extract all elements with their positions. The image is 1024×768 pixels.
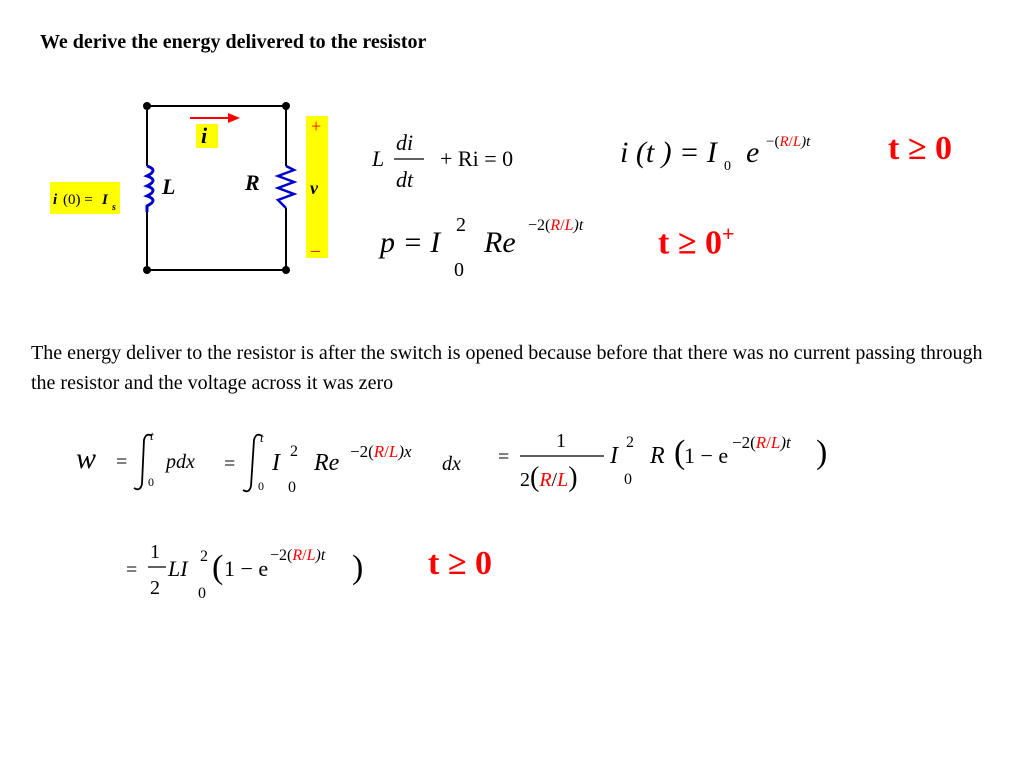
- current-label: i: [201, 123, 208, 148]
- voltage-minus-sign: –: [310, 240, 321, 260]
- explanation-paragraph: The energy deliver to the resistor is af…: [31, 342, 983, 394]
- work-re: Re: [313, 450, 340, 476]
- integral-sign-1-icon: [133, 433, 153, 491]
- svg-text:(0) =: (0) =: [63, 192, 93, 208]
- final-exponent: −2(R/L)t: [270, 547, 326, 564]
- integral-sign-2-icon: [242, 433, 263, 493]
- resistor-label: R: [244, 170, 260, 195]
- current-e: e: [746, 136, 759, 169]
- circuit-wires: [146, 105, 287, 271]
- power-re: Re: [483, 226, 516, 259]
- inductor-label: L: [161, 174, 175, 199]
- final-close-paren: ): [352, 549, 363, 586]
- final-open-paren: (: [212, 549, 223, 586]
- ode-denominator: dt: [396, 167, 414, 192]
- work-pdx: pdx: [164, 451, 195, 473]
- work-int2-lower: 0: [258, 479, 264, 493]
- work-i: I: [271, 450, 281, 476]
- ode-l: L: [371, 146, 384, 171]
- power-sup: 2: [456, 214, 466, 236]
- work-eq2: =: [224, 453, 235, 475]
- current-exponent: −(R/L)t: [766, 134, 811, 150]
- current-lhs: i (t ) = I: [620, 136, 719, 169]
- work-exponent: −2(R/L)x: [350, 442, 412, 461]
- power-exponent: −2(R/L)t: [528, 217, 584, 234]
- condition-1: t ≥ 0: [888, 130, 952, 167]
- voltage-plus-sign: +: [311, 116, 321, 136]
- work-close-paren: ): [816, 434, 827, 471]
- condition-2: t ≥ 0+: [658, 221, 735, 262]
- final-half-den: 2: [150, 577, 160, 599]
- condition-2-base: t ≥ 0: [658, 224, 722, 262]
- power-sub: 0: [454, 259, 464, 281]
- work-eq3: =: [498, 446, 509, 468]
- work-w: w: [76, 442, 96, 475]
- work-one-minus-e: 1 − e: [684, 443, 728, 468]
- work-eq1: =: [116, 451, 127, 473]
- voltage-highlight-bar: [306, 116, 328, 258]
- work-sub2: 0: [624, 471, 632, 488]
- work-exponent-2: −2(R/L)t: [732, 433, 792, 452]
- power-lhs: p = I: [378, 226, 442, 259]
- svg-text:i: i: [53, 192, 58, 208]
- current-arrow-icon: [190, 113, 240, 123]
- work-sup2: 2: [626, 434, 634, 451]
- final-one-minus-e: 1 − e: [224, 556, 268, 581]
- resistor-icon: [274, 164, 298, 209]
- work-int1-upper: t: [150, 428, 154, 443]
- work-i2: I: [609, 443, 619, 469]
- work-sup: 2: [290, 443, 298, 460]
- work-frac-num: 1: [556, 430, 566, 452]
- final-half-num: 1: [150, 541, 160, 563]
- work-dx: dx: [442, 453, 461, 475]
- final-sub: 0: [198, 585, 206, 602]
- current-label-highlight: [196, 124, 218, 148]
- initial-condition-highlight: [50, 182, 120, 214]
- svg-text:s: s: [111, 202, 116, 213]
- slide-title: We derive the energy delivered to the re…: [40, 31, 427, 53]
- svg-text:I: I: [101, 192, 109, 208]
- ode-rest: + Ri = 0: [440, 146, 513, 171]
- initial-condition: i (0) = I s: [53, 192, 116, 213]
- ode-numerator: di: [396, 130, 413, 155]
- work-sub: 0: [288, 479, 296, 496]
- work-frac-den: 2(R/L): [520, 462, 578, 493]
- condition-2-sup: +: [721, 221, 735, 246]
- work-int2-upper: t: [260, 430, 264, 445]
- work-r: R: [649, 443, 665, 469]
- work-int1-lower: 0: [148, 475, 154, 489]
- work-open-paren: (: [674, 434, 685, 471]
- current-sub: 0: [724, 159, 731, 174]
- final-sup: 2: [200, 548, 208, 565]
- voltage-label: v: [310, 178, 319, 198]
- final-eq: =: [126, 559, 137, 581]
- inductor-icon: [143, 164, 155, 212]
- final-li: LI: [167, 556, 189, 581]
- condition-3: t ≥ 0: [428, 545, 492, 582]
- circuit-nodes: [143, 102, 290, 274]
